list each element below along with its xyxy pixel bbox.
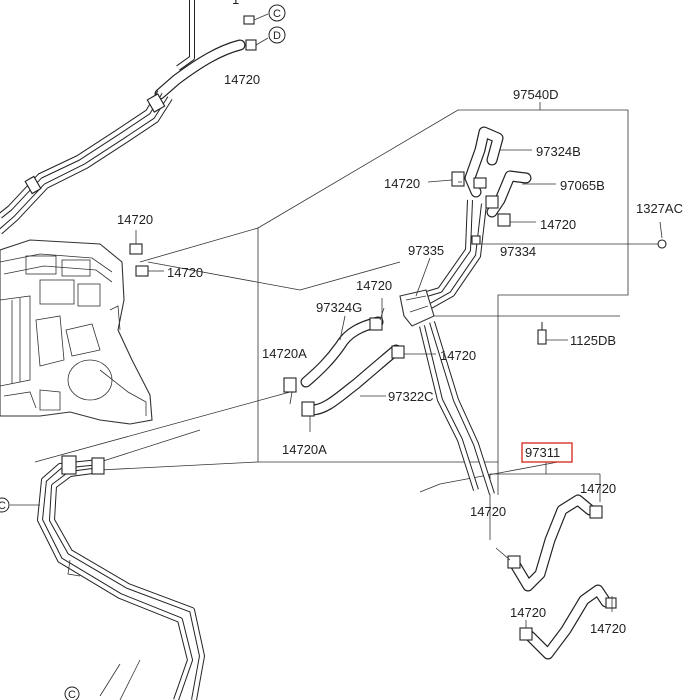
lower-right-hoses xyxy=(495,494,617,660)
label-14720-right[interactable]: 14720 xyxy=(540,217,576,232)
lower-left-pipes xyxy=(10,455,205,700)
label-14720-lower-right[interactable]: 14720 xyxy=(580,481,616,496)
label-14720-left-a[interactable]: 14720 xyxy=(117,212,153,227)
label-1327AC[interactable]: 1327AC xyxy=(636,201,683,216)
label-14720-mid[interactable]: 14720 xyxy=(356,278,392,293)
highlight-box-97311 xyxy=(521,442,573,463)
heater-unit xyxy=(0,239,153,425)
label-97311[interactable]: 97311 xyxy=(525,445,560,460)
label-97324B[interactable]: 97324B xyxy=(536,144,581,159)
svg-text:D: D xyxy=(273,30,281,42)
label-top-cutoff: 1 xyxy=(232,0,239,7)
svg-text:C: C xyxy=(68,689,76,700)
label-14720-bottom-mid[interactable]: 14720 xyxy=(510,605,546,620)
callout-c-left[interactable]: C xyxy=(0,497,10,513)
label-97334[interactable]: 97334 xyxy=(500,244,536,259)
inner-leaders xyxy=(339,149,663,397)
upper-left-pipes xyxy=(0,0,269,235)
label-14720-left-b[interactable]: 14720 xyxy=(167,265,203,280)
label-14720A-upper[interactable]: 14720A xyxy=(262,346,307,361)
label-14720-lower-left[interactable]: 14720 xyxy=(470,504,506,519)
svg-text:C: C xyxy=(273,8,281,20)
label-97540D[interactable]: 97540D xyxy=(513,87,559,102)
callout-d-top[interactable]: D xyxy=(268,26,286,44)
label-14720-bottom-right[interactable]: 14720 xyxy=(590,621,626,636)
label-97322C[interactable]: 97322C xyxy=(388,389,434,404)
label-1125DB[interactable]: 1125DB xyxy=(570,333,616,348)
svg-text:C: C xyxy=(0,500,6,512)
label-14720-mid-right[interactable]: 14720 xyxy=(440,348,476,363)
label-14720A-lower[interactable]: 14720A xyxy=(282,442,327,457)
leader-lines xyxy=(34,227,620,540)
label-14720-upper[interactable]: 14720 xyxy=(384,176,420,191)
group-bracket-97540D xyxy=(257,102,629,463)
heater-clips xyxy=(129,230,164,277)
valve-assembly xyxy=(283,126,667,495)
callout-c-bottom[interactable]: C xyxy=(64,686,80,700)
callout-c-top[interactable]: C xyxy=(268,4,286,22)
label-97335[interactable]: 97335 xyxy=(408,243,444,258)
label-14720-top[interactable]: 14720 xyxy=(224,72,260,87)
label-97324G[interactable]: 97324G xyxy=(316,300,362,315)
label-97065B[interactable]: 97065B xyxy=(560,178,605,193)
